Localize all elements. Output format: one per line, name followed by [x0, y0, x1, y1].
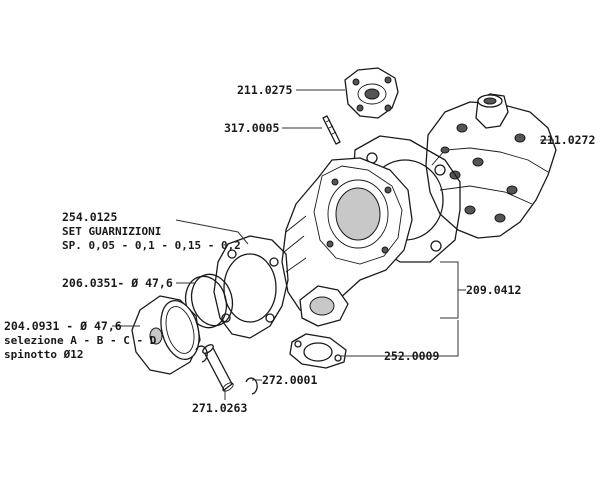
exhaust-gasket	[289, 333, 347, 369]
label-204-0931-selection: selezione A - B - C - D	[4, 334, 157, 347]
base-gasket	[213, 235, 289, 339]
label-254-0125-code: 254.0125	[62, 210, 117, 224]
part-labels: 211.0275 317.0005 211.0272 254.0125 SET …	[4, 83, 595, 415]
label-204-0931-pin: spinotto Ø12	[4, 348, 83, 361]
cylinder-head	[425, 93, 557, 239]
bracket-209-0412	[440, 261, 459, 319]
piston	[131, 295, 201, 375]
label-254-0125-sizes: SP. 0,05 - 0,1 - 0,15 - 0,2	[62, 239, 241, 252]
label-206-0351: 206.0351- Ø 47,6	[62, 276, 173, 290]
piston-pin	[202, 344, 234, 392]
label-211-0272: 211.0272	[540, 133, 595, 147]
label-209-0412: 209.0412	[466, 283, 521, 297]
circlips	[195, 345, 258, 395]
leader-lines	[112, 89, 554, 400]
label-252-0009: 252.0009	[384, 349, 439, 363]
label-317-0005: 317.0005	[224, 121, 279, 135]
thermostat-cap	[344, 67, 399, 119]
label-204-0931-code: 204.0931 - Ø 47,6	[4, 319, 122, 333]
cylinder	[281, 157, 413, 327]
label-254-0125-name: SET GUARNIZIONI	[62, 225, 161, 238]
label-272-0001: 272.0001	[262, 373, 317, 387]
leader-254-0125	[175, 219, 249, 245]
label-271-0263: 271.0263	[192, 401, 247, 415]
stud	[322, 115, 341, 145]
label-211-0275: 211.0275	[237, 83, 292, 97]
leader-252-0009	[340, 320, 459, 357]
